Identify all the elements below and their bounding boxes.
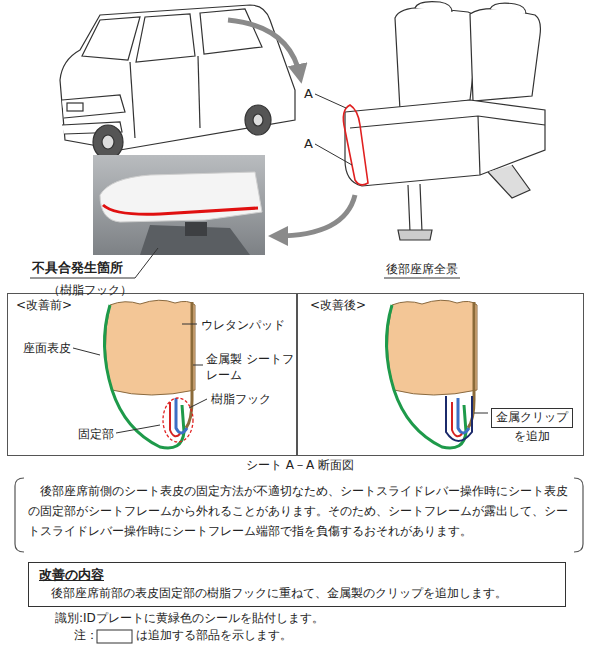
fixing-part — [170, 402, 180, 436]
section-mark: A — [304, 136, 313, 153]
part-label: 座面表皮 — [23, 341, 71, 357]
part-label: 固定部 — [78, 427, 114, 443]
urethane-pad — [105, 300, 195, 395]
van-wheel — [245, 105, 271, 135]
defect-label: 不具合発生箇所 — [32, 260, 123, 277]
cross-section-panel: <改善後> 金属クリップを追加 — [297, 293, 584, 456]
section-caption: シート A－A 断面図 — [220, 458, 380, 474]
photo-seat — [100, 172, 262, 222]
seat-foot — [398, 230, 432, 240]
box-body: 後部座席前部の表皮固定部の樹脂フックに重ねて、金属製のクリップを追加します。 — [39, 586, 555, 602]
seat-cushion-edge — [350, 116, 545, 128]
van-door-line — [130, 62, 135, 138]
bracket — [574, 478, 583, 552]
part-label: ウレタンパッド — [201, 318, 285, 334]
part-label: 金属クリップ — [491, 408, 573, 428]
curved-arrow — [276, 195, 355, 236]
metal-clip — [446, 396, 472, 441]
part-label: 金属製 シートフレーム — [206, 352, 296, 383]
underline — [384, 278, 460, 279]
van-windshield — [82, 17, 140, 60]
resin-hook — [458, 398, 469, 433]
section-before — [73, 300, 207, 448]
seat-cushion-edge — [478, 116, 480, 175]
description-text: 後部座席前側のシート表皮の固定方法が不適切なため、シートスライドレバー操作時にシ… — [28, 481, 576, 541]
seat-skin — [386, 305, 466, 448]
seat-skin — [104, 305, 184, 448]
leader-line — [189, 399, 207, 408]
photo-background — [93, 155, 265, 255]
note-text: は追加する部品を示します。 — [136, 628, 292, 644]
problem-circle — [163, 398, 193, 442]
panel-heading: <改善前> — [16, 298, 72, 314]
van-hub — [253, 114, 263, 126]
leader-line — [116, 425, 160, 433]
note-box-sample — [97, 630, 132, 643]
note-text: 注： — [74, 628, 98, 644]
part-label: 樹脂フック — [211, 392, 271, 408]
urethane-pad — [387, 300, 477, 395]
callout-box: 金属クリップを追加 — [491, 406, 573, 451]
van-headlight — [67, 103, 83, 111]
van-window — [200, 9, 262, 54]
headrest — [490, 3, 526, 14]
content-box: 改善の内容後部座席前部の表皮固定部の樹脂フックに重ねて、金属製のクリップを追加し… — [28, 562, 566, 607]
leader-line — [182, 324, 197, 325]
van-front — [62, 95, 125, 118]
defect-label: （樹脂フック） — [48, 283, 132, 299]
van-window — [136, 14, 195, 62]
box-heading: 改善の内容 — [39, 567, 555, 584]
van-wheel — [93, 125, 123, 159]
leader-line — [30, 248, 158, 278]
bracket — [15, 478, 24, 552]
note-text: 識別:IDプレートに黄緑色のシールを貼付します。 — [55, 611, 324, 627]
van-hub — [102, 135, 114, 149]
seat-back — [395, 8, 478, 110]
seat-leg — [408, 184, 422, 232]
section-line — [315, 144, 352, 165]
leader-line — [193, 365, 203, 366]
part-label: を追加 — [491, 429, 573, 445]
defect-photo — [93, 155, 265, 255]
seat-illustration — [343, 2, 545, 240]
leader-line — [474, 413, 488, 414]
resin-hook — [176, 398, 187, 433]
highlight-outline — [343, 105, 368, 185]
photo-hook — [185, 222, 207, 236]
van-door-line — [198, 56, 200, 128]
seat-back — [470, 9, 540, 101]
seat-rail — [488, 165, 530, 198]
headrest — [415, 2, 452, 12]
view-label: 後部座席全景 — [386, 262, 458, 278]
curved-arrow — [228, 20, 300, 76]
section-after — [386, 300, 488, 448]
leader-line — [73, 348, 100, 355]
panel-heading: <改善後> — [310, 298, 366, 314]
section-mark: A — [304, 86, 313, 103]
section-line — [315, 94, 346, 108]
fixing-part — [452, 402, 462, 436]
cross-section-panel: <改善前> ウレタンパッド座面表皮金属製 シートフレーム樹脂フック固定部 — [7, 293, 297, 456]
defect-line — [103, 205, 258, 214]
